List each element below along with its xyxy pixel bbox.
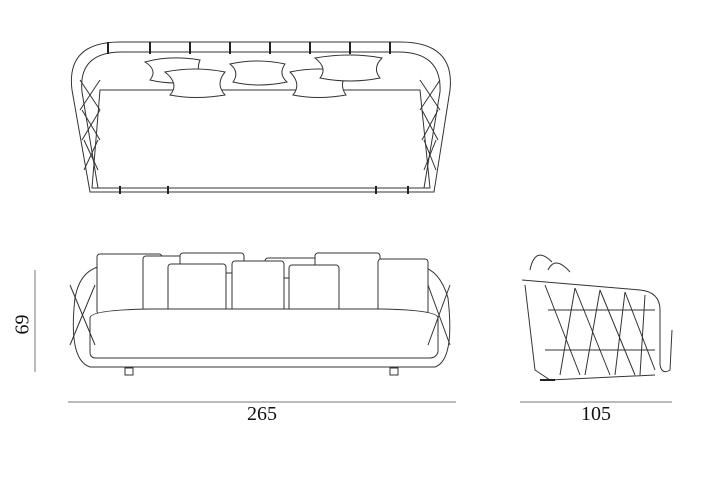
sofa-front-view [69, 252, 451, 376]
sofa-side-view [521, 254, 673, 381]
width-dimension-label: 265 [247, 403, 277, 425]
height-dimension-label: 69 [11, 314, 34, 335]
sofa-top-view [70, 41, 451, 194]
depth-dimension-label: 105 [581, 403, 611, 425]
